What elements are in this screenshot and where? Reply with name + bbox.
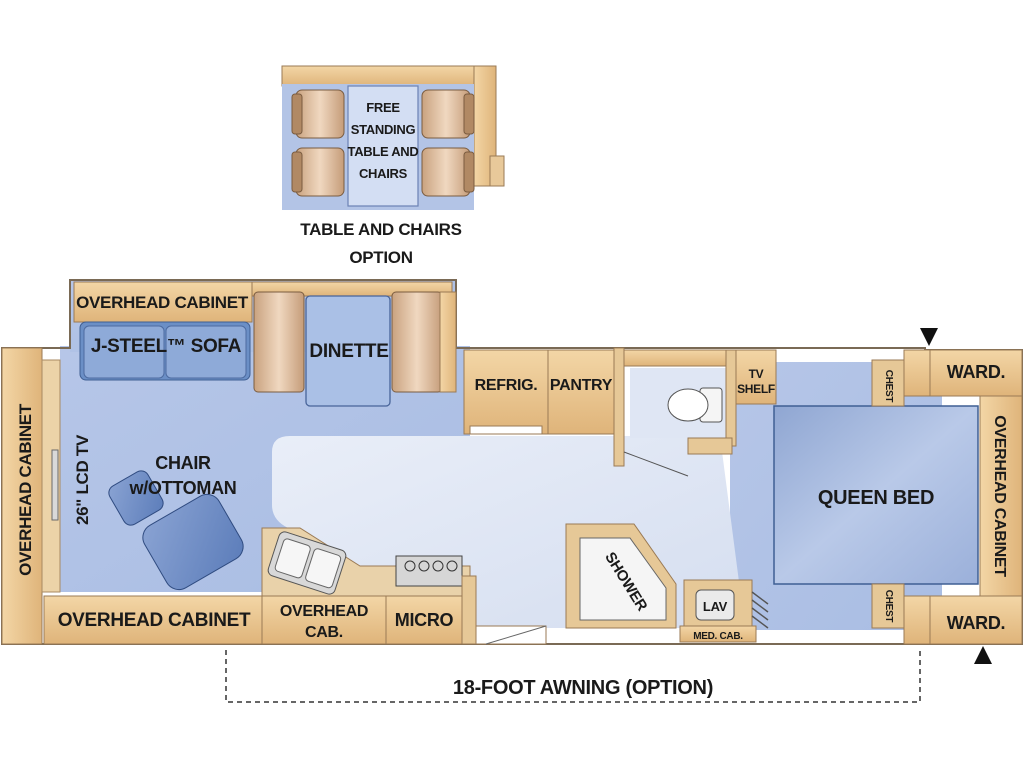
wardrobe-bottom — [929, 595, 1023, 645]
tv-icon — [51, 449, 59, 521]
table-chairs-option: FREE STANDING TABLE AND CHAIRS TABLE AND… — [281, 65, 505, 267]
overhead-cabinet-bottom — [43, 595, 263, 645]
dinette — [253, 291, 457, 407]
table-text-line: STANDING — [351, 122, 416, 137]
free-standing-table — [347, 85, 419, 207]
section-arrow-up-icon — [974, 646, 992, 664]
chair-icon — [291, 89, 345, 139]
dinette-label: DINETTE — [309, 341, 388, 362]
chair-label: w/OTTOMAN — [129, 478, 237, 498]
chest-top — [871, 359, 905, 407]
queen-bed — [773, 405, 979, 585]
option-caption: OPTION — [349, 248, 412, 267]
chair-ottoman — [108, 470, 244, 591]
overhead-cab-label: CAB. — [305, 624, 343, 641]
tv-shelf-label: SHELF — [737, 382, 775, 396]
microwave — [385, 595, 463, 645]
tv-shelf — [735, 349, 777, 405]
option-caption: TABLE AND CHAIRS — [300, 220, 461, 239]
armchair-icon — [142, 493, 244, 591]
chest-label: CHEST — [883, 370, 894, 403]
sofa — [79, 321, 251, 381]
overhead-cab-label: OVERHEAD — [280, 603, 368, 620]
overhead-cabinet-right-label: OVERHEAD CABINET — [991, 415, 1008, 577]
chair-label: CHAIR — [155, 453, 211, 473]
chest-label: CHEST — [883, 590, 894, 623]
pantry — [547, 349, 615, 435]
table-text-line: FREE — [366, 100, 400, 115]
sofa-label: J-STEEL™ SOFA — [91, 336, 242, 357]
overhead-cabinet-right — [979, 395, 1023, 597]
toilet-icon — [667, 387, 723, 423]
ward-bottom-label: WARD. — [947, 613, 1006, 633]
micro-label: MICRO — [395, 610, 454, 630]
chair-icon — [421, 89, 475, 139]
ward-top-label: WARD. — [947, 362, 1006, 382]
medicine-cabinet — [679, 625, 757, 643]
awning-outline — [225, 650, 921, 703]
overhead-cab — [261, 595, 387, 645]
table-text-line: CHAIRS — [359, 166, 408, 181]
queen-bed-label: QUEEN BED — [818, 487, 934, 509]
sink-icon — [267, 531, 347, 595]
refrigerator — [463, 349, 549, 435]
tv-shelf-label: TV — [749, 367, 764, 381]
awning-label: 18-FOOT AWNING (OPTION) — [453, 677, 713, 699]
tv-label: 26" LCD TV — [73, 434, 92, 525]
table-text-line: TABLE AND — [348, 144, 419, 159]
stove-icon — [395, 555, 463, 587]
overhead-cabinet-top-label: OVERHEAD CABINET — [76, 293, 249, 312]
chair-icon — [421, 147, 475, 197]
ottoman-icon — [108, 470, 164, 526]
chair-icon — [291, 147, 345, 197]
med-cab-label: MED. CAB. — [693, 631, 743, 642]
overhead-cabinet-left-label: OVERHEAD CABINET — [16, 403, 35, 576]
overhead-cabinet-bottom-label: OVERHEAD CABINET — [58, 610, 251, 631]
wardrobe-top — [929, 349, 1023, 397]
lavatory-sink — [695, 589, 735, 621]
refrig-label: REFRIG. — [475, 377, 538, 394]
lav-label: LAV — [703, 599, 728, 614]
overhead-cabinet-left — [1, 347, 43, 645]
overhead-cabinet-top — [73, 281, 253, 323]
chest-bottom — [871, 583, 905, 629]
section-arrow-down-icon — [920, 328, 938, 346]
pantry-label: PANTRY — [550, 377, 613, 394]
